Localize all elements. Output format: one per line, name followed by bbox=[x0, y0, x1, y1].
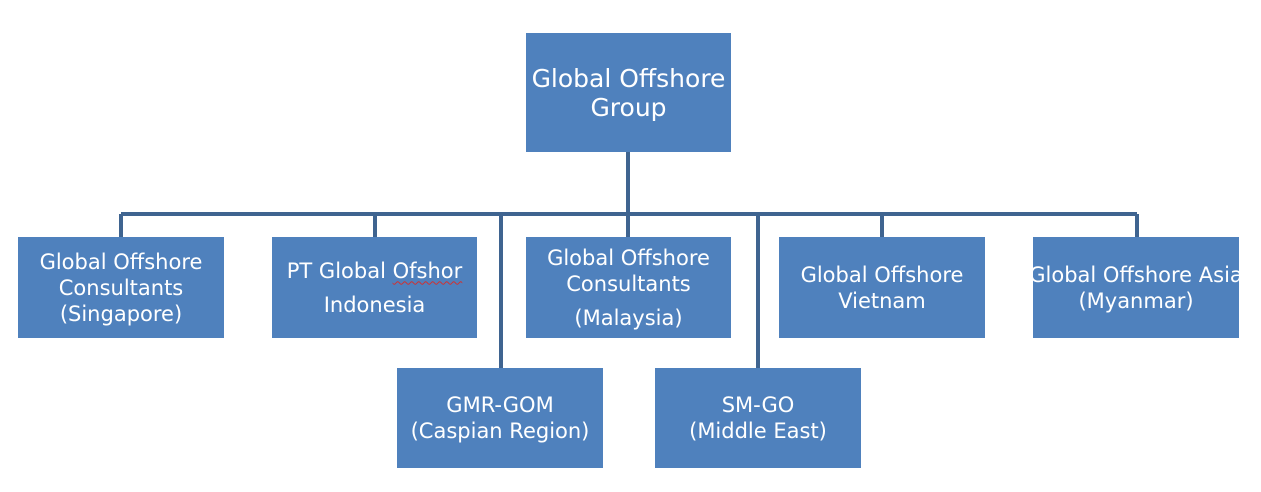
node-label-line: Global Offshore bbox=[547, 245, 710, 270]
node-label-line: Global Offshore bbox=[531, 63, 726, 93]
node-label-prefix: PT Global bbox=[286, 258, 393, 283]
node-label-line: (Caspian Region) bbox=[410, 419, 590, 443]
node-vietnam: Global Offshore Vietnam bbox=[779, 237, 985, 338]
node-label-line: SM-GO bbox=[721, 393, 795, 417]
node-label-line: Consultants bbox=[566, 271, 691, 296]
node-global-offshore-group: Global Offshore Group bbox=[526, 33, 731, 152]
node-indonesia: PT Global Ofshor Indonesia bbox=[272, 237, 477, 338]
node-label-line: Indonesia bbox=[323, 292, 426, 317]
node-singapore: Global Offshore Consultants (Singapore) bbox=[18, 237, 224, 338]
node-label-line: PT Global Ofshor bbox=[287, 258, 463, 284]
node-label-line: GMR-GOM bbox=[446, 393, 554, 417]
node-label-line: Group bbox=[590, 92, 667, 122]
node-label-line: Global Offshore bbox=[39, 249, 203, 274]
node-label-line: Consultants bbox=[58, 275, 184, 300]
node-label-line: (Singapore) bbox=[59, 301, 183, 326]
node-label-line: (Middle East) bbox=[689, 419, 827, 443]
node-caspian-region: GMR-GOM (Caspian Region) bbox=[397, 368, 603, 468]
node-label-line: Global Offshore Asia bbox=[1029, 262, 1243, 287]
node-myanmar: Global Offshore Asia (Myanmar) bbox=[1029, 237, 1243, 338]
node-label-line: Vietnam bbox=[838, 288, 926, 313]
node-label-line: (Myanmar) bbox=[1078, 288, 1194, 313]
node-malaysia: Global Offshore Consultants (Malaysia) bbox=[526, 237, 731, 338]
node-middle-east: SM-GO (Middle East) bbox=[655, 368, 861, 468]
node-label-line: Global Offshore bbox=[800, 262, 964, 287]
node-label-misspelled-word: Ofshor bbox=[392, 258, 463, 283]
node-label-line: (Malaysia) bbox=[574, 305, 683, 330]
